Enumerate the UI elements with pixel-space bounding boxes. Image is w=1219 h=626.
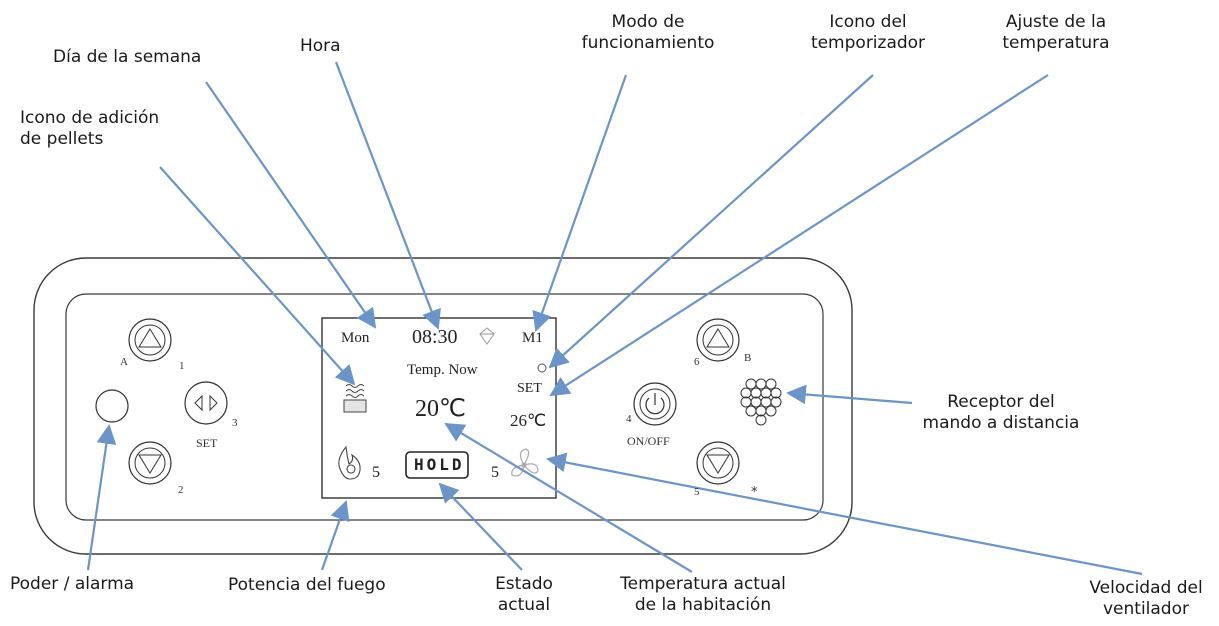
receiver-icon (740, 378, 782, 426)
btn-label-a: A (120, 356, 128, 368)
lcd-temp-now: 20℃ (415, 396, 466, 422)
lcd-fire-power: 5 (372, 464, 380, 481)
label-dia-semana: Día de la semana (53, 47, 202, 67)
lcd-day: Mon (341, 330, 370, 346)
callout-arrows (86, 61, 1143, 576)
lcd-fan-speed: 5 (491, 464, 499, 481)
mode-icon (479, 327, 495, 345)
up-button-right[interactable] (696, 318, 740, 362)
label-hora: Hora (300, 36, 341, 56)
flame-icon (338, 445, 361, 480)
down-button-right[interactable] (696, 441, 740, 485)
lcd-state: HOLD (414, 455, 465, 474)
arrow-dia-semana (205, 81, 377, 329)
down-button-left[interactable] (128, 441, 172, 485)
arrow-poder (86, 424, 117, 571)
pellet-icon (343, 384, 367, 413)
arrow-icono-temporizador (548, 74, 874, 369)
btn-label-6: 6 (694, 356, 700, 368)
btn-label-2: 2 (178, 484, 184, 496)
arrow-ajuste-temperatura (549, 74, 1049, 397)
arrow-modo (532, 74, 628, 332)
arrow-receptor (786, 384, 913, 405)
arrow-temp-actual (444, 422, 693, 573)
arrow-hora (334, 61, 441, 330)
lcd-time: 08:30 (412, 326, 458, 348)
arrow-velocidad (546, 452, 1143, 576)
lcd-temp-now-label: Temp. Now (407, 362, 478, 378)
btn-label-5: 5 (694, 486, 700, 498)
onoff-button[interactable] (633, 382, 677, 426)
onoff-label: ON/OFF (627, 434, 670, 448)
power-alarm-light (95, 389, 129, 423)
up-button-left[interactable] (128, 318, 172, 362)
asterisk-mark: * (751, 485, 758, 500)
device-outer-frame (33, 257, 853, 555)
device-inner-frame (65, 293, 824, 521)
label-poder: Poder / alarma (10, 574, 135, 594)
lcd-set-label: SET (517, 381, 542, 396)
btn-label-b: B (744, 352, 752, 364)
btn-label-4: 4 (626, 413, 632, 425)
lcd-mode: M1 (522, 330, 543, 346)
label-potencia: Potencia del fuego (228, 575, 386, 595)
lcd-set-temp: 26℃ (510, 411, 547, 430)
arrow-potencia (320, 500, 350, 571)
state-box (405, 451, 469, 479)
set-button-label: SET (196, 436, 218, 450)
timer-icon (537, 363, 547, 373)
btn-label-1: 1 (179, 360, 185, 372)
set-button[interactable] (184, 381, 228, 425)
arrow-estado (438, 482, 523, 571)
btn-label-3: 3 (232, 417, 238, 429)
arrow-pellets (159, 166, 356, 386)
